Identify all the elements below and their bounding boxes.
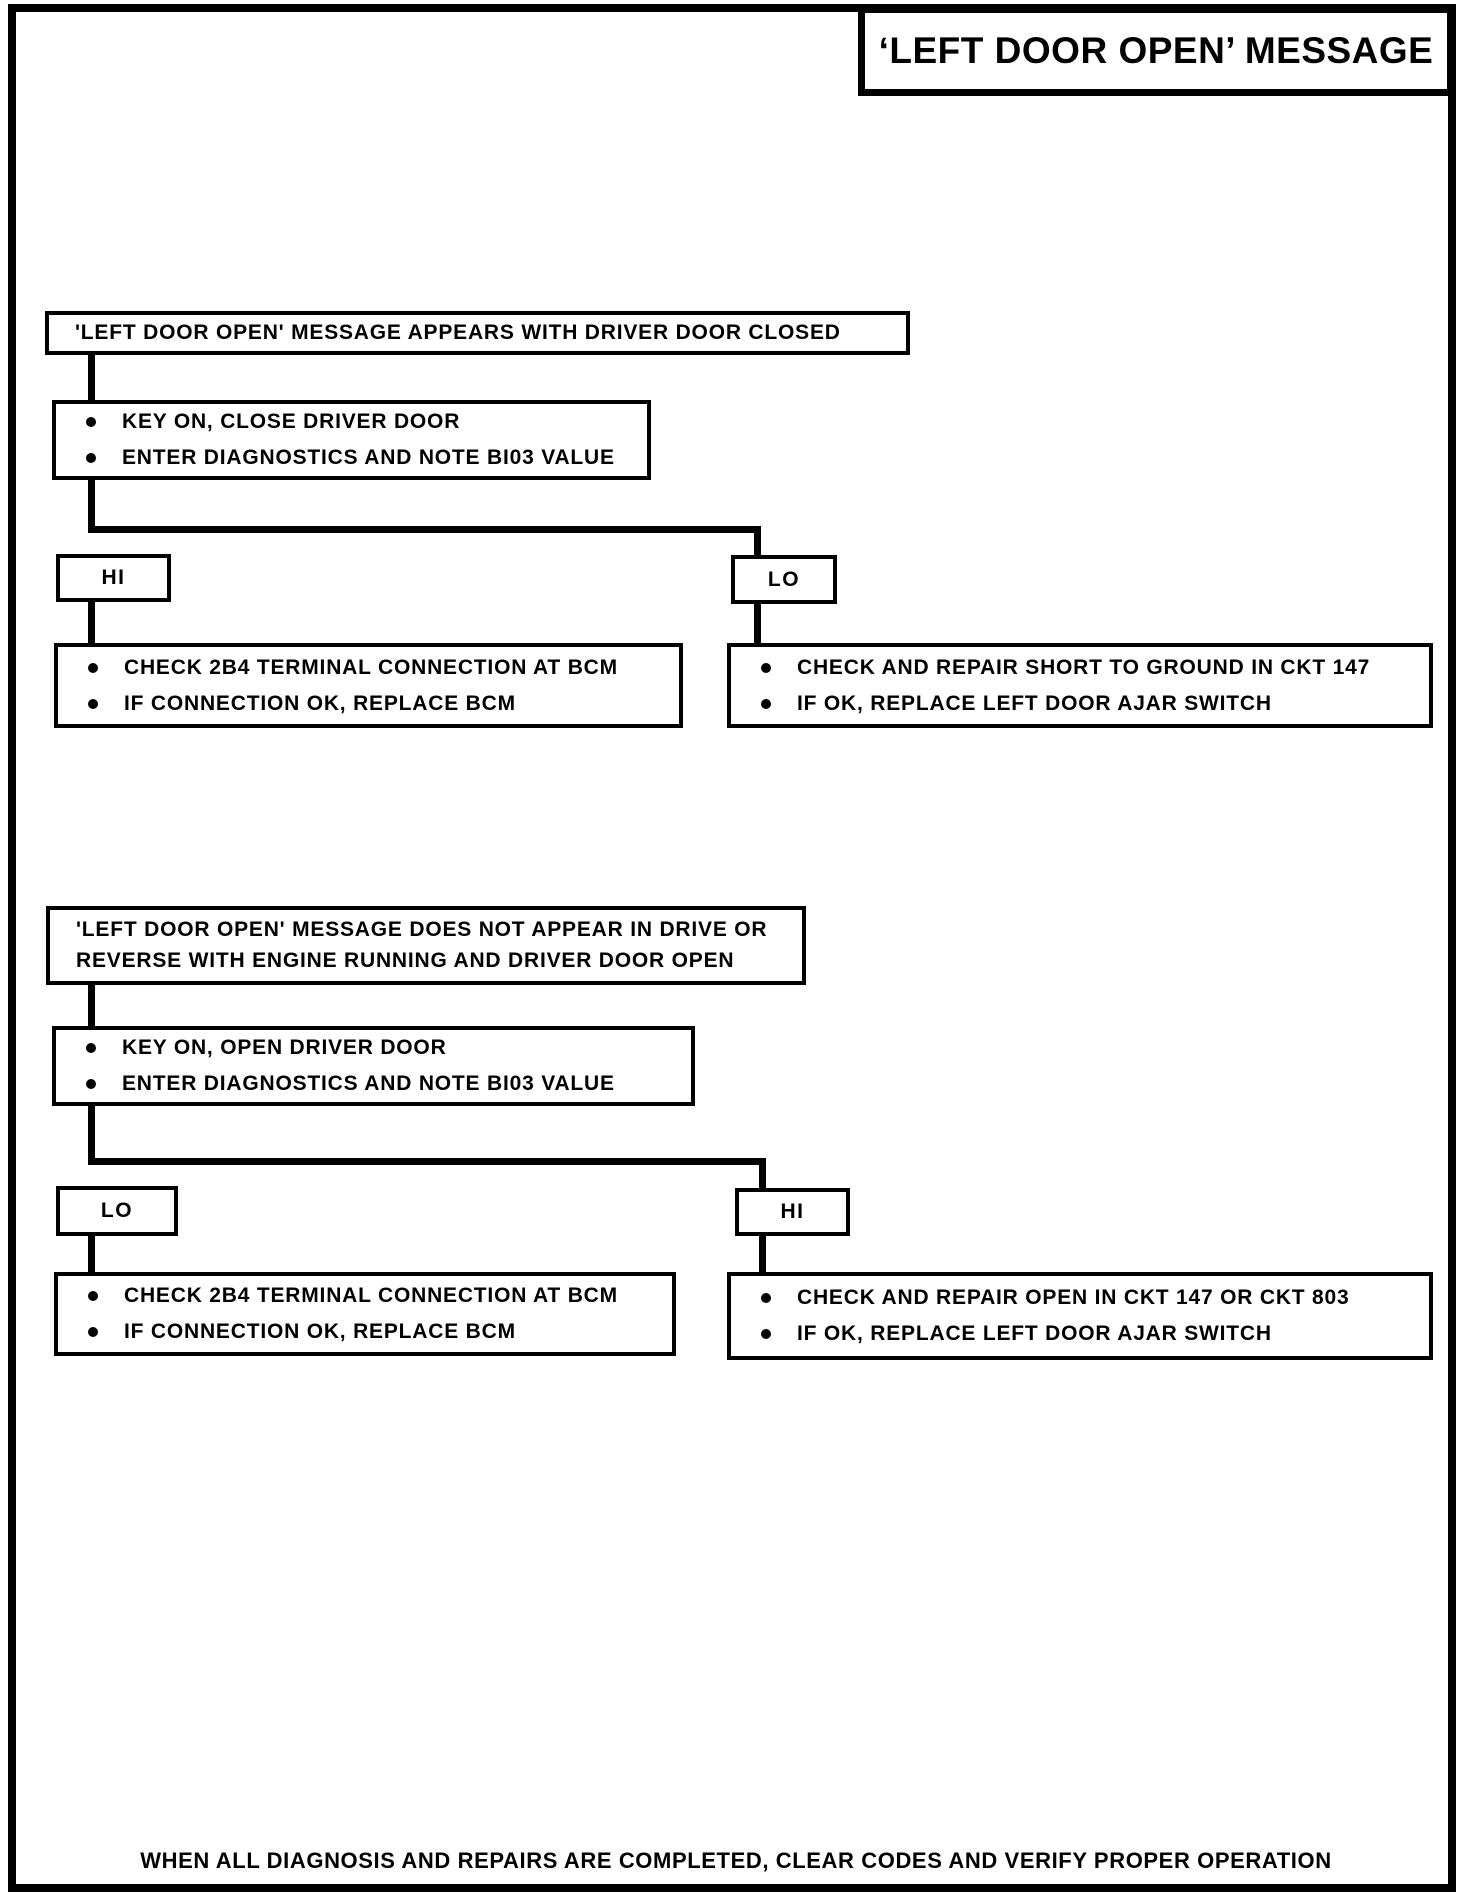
- flow-connector: [88, 478, 95, 533]
- condition-box-2: 'LEFT DOOR OPEN' MESSAGE DOES NOT APPEAR…: [46, 906, 806, 985]
- action-row: CHECK AND REPAIR SHORT TO GROUND IN CKT …: [731, 654, 1429, 682]
- action-text: IF CONNECTION OK, REPLACE BCM: [124, 1320, 516, 1343]
- action-row: CHECK AND REPAIR OPEN IN CKT 147 OR CKT …: [731, 1284, 1429, 1312]
- bullet-icon: [761, 1329, 771, 1339]
- branch-line: [88, 1158, 766, 1165]
- action-row: IF CONNECTION OK, REPLACE BCM: [58, 690, 679, 718]
- branch-label: LO: [100, 1199, 134, 1222]
- steps-box-2: KEY ON, OPEN DRIVER DOOR ENTER DIAGNOSTI…: [52, 1026, 695, 1106]
- bullet-icon: [761, 1293, 771, 1303]
- condition-box-1: 'LEFT DOOR OPEN' MESSAGE APPEARS WITH DR…: [45, 311, 910, 355]
- action-text: IF CONNECTION OK, REPLACE BCM: [124, 691, 516, 715]
- branch-line: [88, 526, 761, 533]
- action-row: CHECK 2B4 TERMINAL CONNECTION AT BCM: [58, 654, 679, 682]
- condition-text: REVERSE WITH ENGINE RUNNING AND DRIVER D…: [76, 948, 735, 972]
- flow-connector: [88, 602, 95, 643]
- steps-box-1: KEY ON, CLOSE DRIVER DOOR ENTER DIAGNOST…: [52, 400, 651, 480]
- branch-label-box-lo: LO: [731, 555, 837, 604]
- bullet-icon: [86, 1079, 96, 1089]
- action-text: CHECK AND REPAIR OPEN IN CKT 147 OR CKT …: [797, 1286, 1350, 1309]
- bullet-icon: [86, 1043, 96, 1053]
- branch-label: HI: [101, 566, 126, 589]
- title-box: ‘LEFT DOOR OPEN’ MESSAGE: [858, 6, 1454, 96]
- action-text: CHECK AND REPAIR SHORT TO GROUND IN CKT …: [797, 655, 1371, 679]
- flow-connector: [88, 983, 95, 1028]
- bullet-icon: [761, 662, 771, 673]
- action-row: IF OK, REPLACE LEFT DOOR AJAR SWITCH: [731, 690, 1429, 718]
- flow-connector: [754, 604, 761, 643]
- bullet-icon: [86, 453, 96, 463]
- flow-connector: [759, 1158, 766, 1188]
- action-text: CHECK 2B4 TERMINAL CONNECTION AT BCM: [124, 655, 618, 679]
- step-row: KEY ON, OPEN DRIVER DOOR: [56, 1034, 691, 1062]
- step-text: ENTER DIAGNOSTICS AND NOTE BI03 VALUE: [122, 446, 615, 469]
- step-row: ENTER DIAGNOSTICS AND NOTE BI03 VALUE: [56, 444, 647, 472]
- step-row: KEY ON, CLOSE DRIVER DOOR: [56, 408, 647, 436]
- step-text: ENTER DIAGNOSTICS AND NOTE BI03 VALUE: [122, 1072, 615, 1095]
- flow-connector: [759, 1236, 766, 1272]
- step-text: KEY ON, CLOSE DRIVER DOOR: [122, 410, 461, 433]
- step-text: KEY ON, OPEN DRIVER DOOR: [122, 1036, 447, 1059]
- flow-connector: [88, 353, 95, 402]
- action-box-hi-1: CHECK 2B4 TERMINAL CONNECTION AT BCM IF …: [54, 643, 683, 728]
- action-box-hi-2: CHECK AND REPAIR OPEN IN CKT 147 OR CKT …: [727, 1272, 1433, 1360]
- flow-connector: [88, 1104, 95, 1165]
- action-text: IF OK, REPLACE LEFT DOOR AJAR SWITCH: [797, 691, 1272, 715]
- flow-connector: [88, 1236, 95, 1272]
- step-row: ENTER DIAGNOSTICS AND NOTE BI03 VALUE: [56, 1070, 691, 1098]
- bullet-icon: [88, 1327, 98, 1337]
- branch-label-box-hi: HI: [735, 1188, 850, 1236]
- condition-text: 'LEFT DOOR OPEN' MESSAGE APPEARS WITH DR…: [75, 320, 841, 344]
- bullet-icon: [88, 1291, 98, 1301]
- page-title: ‘LEFT DOOR OPEN’ MESSAGE: [878, 30, 1434, 71]
- action-box-lo-2: CHECK 2B4 TERMINAL CONNECTION AT BCM IF …: [54, 1272, 676, 1356]
- action-row: CHECK 2B4 TERMINAL CONNECTION AT BCM: [58, 1282, 672, 1310]
- bullet-icon: [88, 698, 98, 709]
- action-box-lo-1: CHECK AND REPAIR SHORT TO GROUND IN CKT …: [727, 643, 1433, 728]
- branch-label: LO: [767, 567, 801, 591]
- bullet-icon: [761, 698, 771, 709]
- branch-label-box-lo: LO: [56, 1186, 178, 1236]
- bullet-icon: [88, 662, 98, 673]
- footer-text: WHEN ALL DIAGNOSIS AND REPAIRS ARE COMPL…: [140, 1848, 1332, 1873]
- action-row: IF CONNECTION OK, REPLACE BCM: [58, 1318, 672, 1346]
- action-text: CHECK 2B4 TERMINAL CONNECTION AT BCM: [124, 1284, 618, 1307]
- page-border-frame: [8, 4, 1456, 1892]
- flow-connector: [754, 526, 761, 556]
- action-text: IF OK, REPLACE LEFT DOOR AJAR SWITCH: [797, 1322, 1272, 1345]
- bullet-icon: [86, 417, 96, 427]
- branch-label: HI: [780, 1200, 805, 1223]
- condition-text: 'LEFT DOOR OPEN' MESSAGE DOES NOT APPEAR…: [76, 918, 768, 942]
- branch-label-box-hi: HI: [56, 554, 171, 602]
- action-row: IF OK, REPLACE LEFT DOOR AJAR SWITCH: [731, 1320, 1429, 1348]
